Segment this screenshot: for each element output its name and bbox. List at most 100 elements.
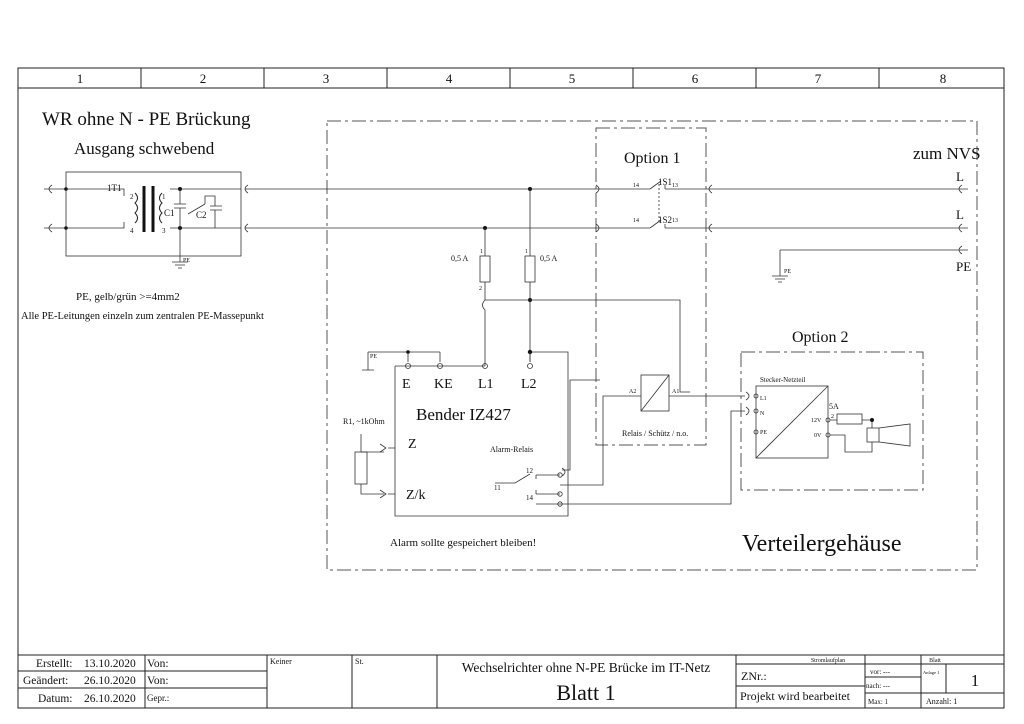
column-1: 1 bbox=[77, 71, 84, 86]
column-2: 2 bbox=[200, 71, 207, 86]
relay-caption: Relais / Schütz / n.o. bbox=[622, 429, 688, 438]
psu-n: N bbox=[760, 411, 765, 417]
erstellt-label: Erstellt: bbox=[36, 658, 72, 670]
pe-note: PE, gelb/grün >=4mm2 bbox=[76, 291, 180, 303]
geaendert-label: Geändert: bbox=[23, 675, 68, 687]
power-supply: Stecker-Netzteil L1 N PE 12V 0V 5A 2 bbox=[745, 376, 911, 459]
column-3: 3 bbox=[323, 71, 330, 86]
column-5: 5 bbox=[569, 71, 576, 86]
psu-0v: 0V bbox=[814, 433, 822, 439]
pin-2: 2 bbox=[130, 193, 134, 201]
pin-3: 3 bbox=[162, 227, 166, 235]
option1-frame bbox=[595, 127, 707, 446]
datum-label: Datum: bbox=[38, 693, 73, 705]
erstellt-date: 13.10.2020 bbox=[84, 658, 136, 670]
bender-pe-label: PE bbox=[370, 354, 377, 360]
left-title: WR ohne N - PE Brückung bbox=[42, 109, 251, 130]
pe-note-2: Alle PE-Leitungen einzeln zum zentralen … bbox=[21, 311, 264, 322]
fuse-left-value: 0,5 A bbox=[451, 254, 469, 263]
option1-label: Option 1 bbox=[624, 150, 680, 167]
psu-fuse: 5A bbox=[829, 402, 839, 411]
zum-nvs-label: zum NVS bbox=[913, 144, 981, 163]
cap2-label: C2 bbox=[196, 210, 207, 220]
switch1-pin-a: 14 bbox=[633, 183, 639, 189]
line-L1-label: L bbox=[956, 169, 964, 184]
terminal-Zk: Z/k bbox=[406, 488, 425, 503]
psu-pe: PE bbox=[760, 430, 767, 436]
relay-contactor: A2 A1 Relais / Schütz / n.o. bbox=[560, 374, 745, 486]
cap1-label: C1 bbox=[164, 208, 175, 218]
fuse-right-value: 0,5 A bbox=[540, 254, 558, 263]
switch-1S2: 1S2 14 13 bbox=[633, 215, 678, 229]
switch1-label: 1S1 bbox=[658, 177, 672, 187]
resistor-label: R1, ~1kOhm bbox=[343, 417, 385, 426]
relay-pin-14: 14 bbox=[526, 494, 534, 502]
terminal-L1: L1 bbox=[478, 377, 494, 392]
psu-fuse-pin: 2 bbox=[831, 414, 834, 420]
switch2-pin-a: 14 bbox=[633, 218, 639, 224]
terminal-Z: Z bbox=[408, 437, 417, 452]
anlage-label: Anlage 1 bbox=[923, 670, 939, 675]
pe-ground-small: PE bbox=[183, 258, 190, 264]
vor-label: vor: --- bbox=[870, 668, 891, 676]
psu-12v: 12V bbox=[811, 418, 822, 424]
bender-title: Bender IZ427 bbox=[416, 405, 511, 424]
alarm-relay-label: Alarm-Relais bbox=[490, 445, 533, 454]
sheet-title: Blatt 1 bbox=[556, 680, 615, 705]
enclosure-label: Verteilergehäuse bbox=[742, 531, 901, 557]
sheet-number: 1 bbox=[971, 671, 980, 690]
switch-1S1: 1S1 14 13 bbox=[633, 177, 678, 190]
fuse-right-pin-top: 1 bbox=[525, 249, 528, 255]
switch1-pin-b: 13 bbox=[672, 183, 678, 189]
relay-pin-11: 11 bbox=[494, 484, 501, 492]
pin-1: 1 bbox=[162, 193, 166, 201]
blatt-label: Blatt bbox=[929, 658, 941, 664]
znr-label: ZNr.: bbox=[741, 669, 767, 683]
nach-label: nach: --- bbox=[866, 682, 891, 690]
relay-pin-12: 12 bbox=[526, 467, 534, 475]
option2-frame bbox=[740, 351, 924, 491]
column-4: 4 bbox=[446, 71, 453, 86]
fuse-left-pin-top: 1 bbox=[480, 249, 483, 255]
gepr-label: Gepr.: bbox=[147, 693, 169, 703]
column-8: 8 bbox=[940, 71, 947, 86]
switch2-pin-b: 13 bbox=[672, 218, 678, 224]
drawing-title: Wechselrichter ohne N-PE Brücke im IT-Ne… bbox=[462, 660, 710, 675]
resistor-R1: R1, ~1kOhm bbox=[343, 417, 387, 499]
column-header: 1 2 3 4 5 6 7 8 bbox=[18, 68, 1004, 89]
line-PE-label: PE bbox=[956, 259, 971, 274]
anzahl-label: Anzahl: 1 bbox=[926, 697, 957, 706]
left-subtitle: Ausgang schwebend bbox=[74, 139, 215, 158]
column-7: 7 bbox=[815, 71, 822, 86]
stromlaufplan-label: Stromlaufplan bbox=[811, 657, 845, 664]
title-block: Erstellt: 13.10.2020 Von: Geändert: 26.1… bbox=[18, 654, 1004, 708]
fuse-right: 0,5 A 1 bbox=[524, 189, 558, 362]
alarm-note: Alarm sollte gespeichert bleiben! bbox=[390, 537, 536, 549]
max-label: Max: 1 bbox=[868, 698, 889, 706]
keiner-label: Keiner bbox=[270, 657, 292, 666]
enclosure-frame bbox=[326, 120, 978, 571]
relay-a2: A2 bbox=[629, 389, 636, 395]
option2-label: Option 2 bbox=[792, 329, 848, 346]
terminal-E: E bbox=[402, 377, 411, 392]
psu-title: Stecker-Netzteil bbox=[760, 376, 805, 384]
column-6: 6 bbox=[692, 71, 699, 86]
fuse-left-pin-bottom: 2 bbox=[479, 286, 482, 292]
st-label: St. bbox=[355, 657, 364, 666]
von-2: Von: bbox=[147, 675, 169, 687]
main-lines: L L PE PE bbox=[244, 169, 971, 283]
datum-date: 26.10.2020 bbox=[84, 693, 136, 705]
relay-a1: A1 bbox=[672, 389, 679, 395]
transformer-label: 1T1 bbox=[107, 183, 122, 193]
terminal-KE: KE bbox=[434, 377, 453, 392]
switch2-label: 1S2 bbox=[658, 215, 672, 225]
pin-4: 4 bbox=[130, 227, 134, 235]
fuse-left: 0,5 A 1 2 bbox=[451, 228, 491, 362]
bender-device: PE E KE L1 L2 Bender IZ427 Z Z/k Alarm-R… bbox=[362, 349, 569, 517]
pe-ground-right: PE bbox=[784, 269, 791, 275]
geaendert-date: 26.10.2020 bbox=[84, 675, 136, 687]
von-1: Von: bbox=[147, 658, 169, 670]
line-L2-label: L bbox=[956, 207, 964, 222]
terminal-L2: L2 bbox=[521, 377, 537, 392]
